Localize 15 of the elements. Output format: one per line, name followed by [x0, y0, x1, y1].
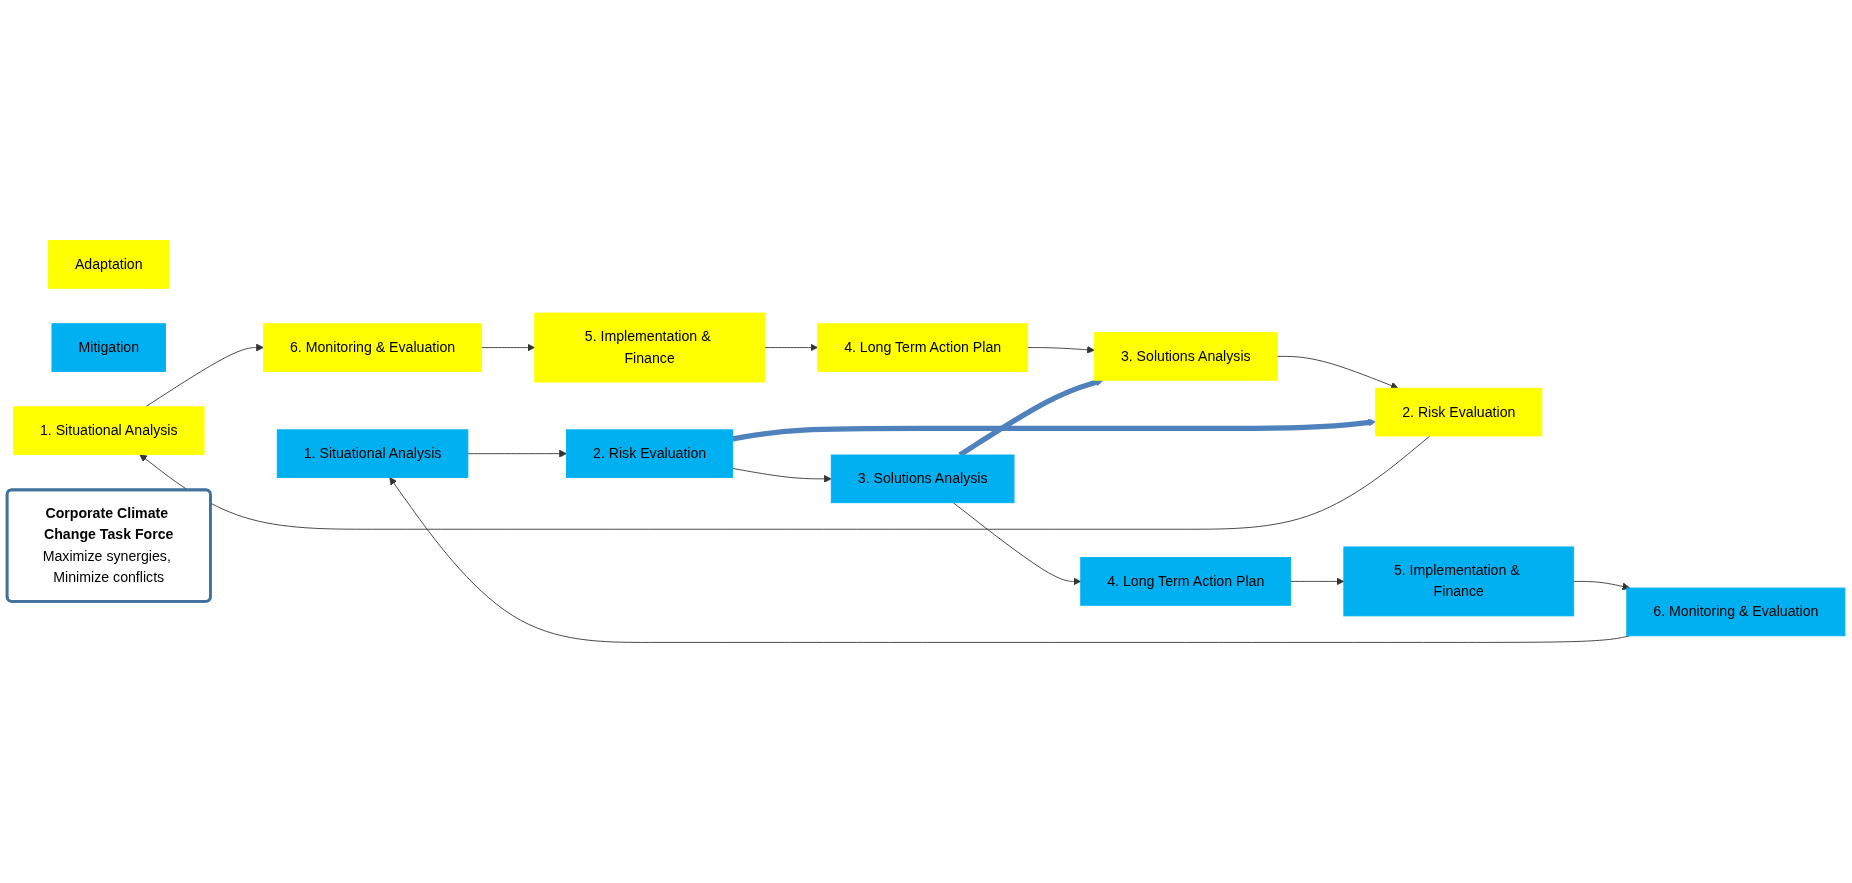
node-box: 4. Long Term Action Plan — [817, 323, 1029, 372]
node-box: 1. Situational Analysis — [12, 406, 205, 455]
node-box: 3. Solutions Analysis — [830, 454, 1015, 504]
arrow — [732, 418, 1376, 442]
node-box: 6. Monitoring & Evaluation — [263, 323, 483, 372]
node-box: Mitigation — [51, 323, 166, 372]
node-box: Adaptation — [47, 240, 170, 289]
node-box: 1. Situational Analysis — [276, 429, 469, 478]
node-box: 2. Risk Evaluation — [566, 429, 734, 478]
node-box: 4. Long Term Action Plan — [1080, 557, 1292, 606]
node-box: 2. Risk Evaluation — [1375, 387, 1543, 437]
node-box: 6. Monitoring & Evaluation — [1626, 587, 1846, 637]
node-box: 3. Solutions Analysis — [1093, 332, 1278, 381]
node-box: 5. Implementation & Finance — [1343, 546, 1575, 617]
node-box: 5. Implementation & Finance — [534, 312, 765, 383]
